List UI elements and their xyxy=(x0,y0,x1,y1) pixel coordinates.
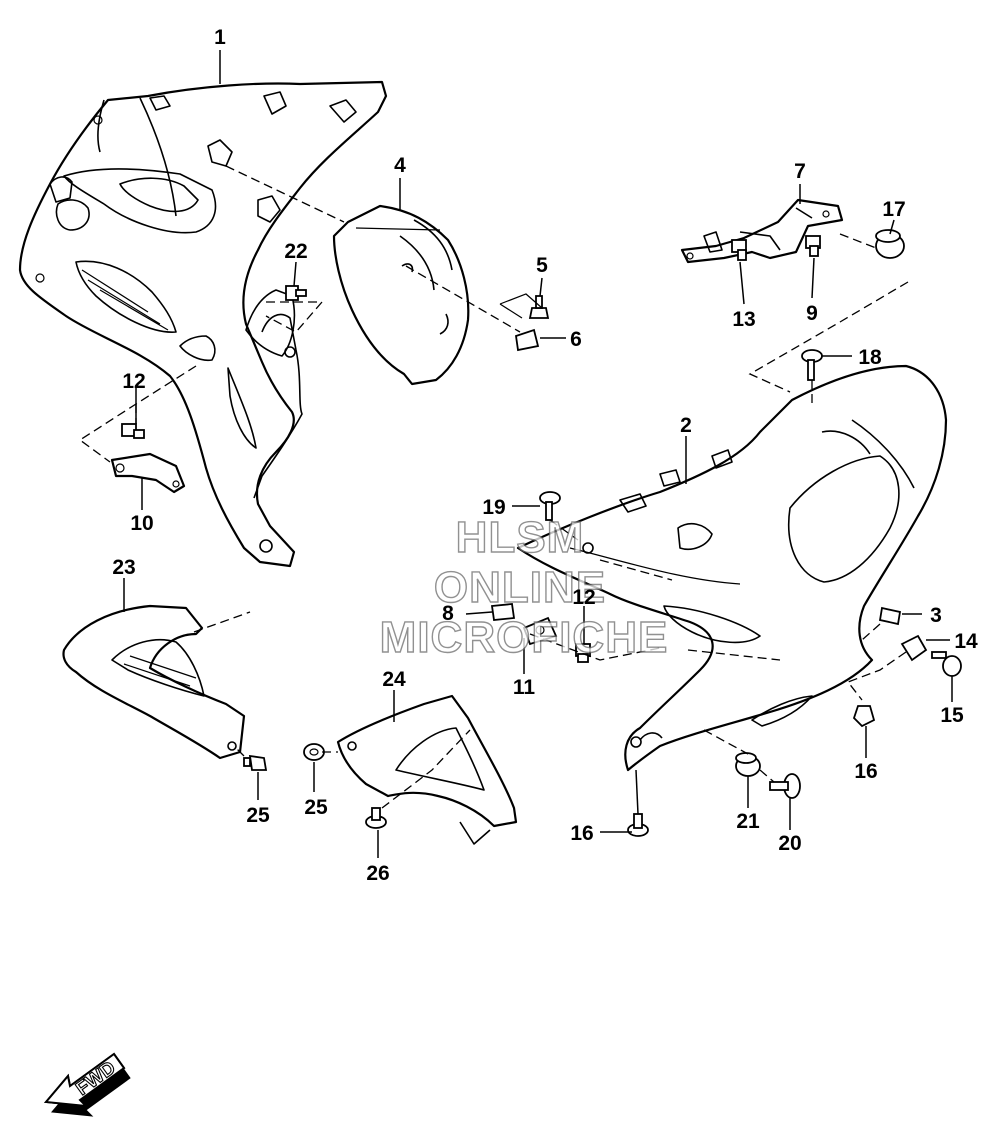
part-2-right-cowling xyxy=(516,364,948,772)
fwd-arrow-icon: FWD xyxy=(44,1052,131,1117)
callout-2: 2 xyxy=(680,414,692,437)
callout-3: 3 xyxy=(930,604,942,627)
nut-11 xyxy=(522,616,558,646)
bolt-15 xyxy=(931,651,962,677)
callout-9: 9 xyxy=(806,302,818,325)
callout-19: 19 xyxy=(482,496,505,519)
leader-lines xyxy=(78,50,953,858)
part-10-small-bracket xyxy=(110,452,186,494)
callout-10: 10 xyxy=(130,512,153,535)
bolt-22 xyxy=(285,285,307,301)
part-4-inner-panel xyxy=(332,204,470,386)
part-7-bracket xyxy=(680,198,844,264)
nut-14 xyxy=(900,634,928,662)
callout-7: 7 xyxy=(794,160,806,183)
callout-5: 5 xyxy=(536,254,548,277)
fasteners xyxy=(121,229,962,837)
watermark-line-3: MICROFICHE xyxy=(380,613,669,662)
callout-16-right: 16 xyxy=(854,760,877,783)
watermark: HLSM ONLINE MICROFICHE xyxy=(379,512,669,662)
screw-20 xyxy=(769,773,801,799)
callout-1: 1 xyxy=(214,26,226,49)
fastener-16-bottom xyxy=(627,813,649,837)
callout-17: 17 xyxy=(882,198,905,221)
part-24-under-cowl-right xyxy=(336,694,518,845)
callout-21: 21 xyxy=(736,810,760,833)
callout-6: 6 xyxy=(570,328,582,351)
rivet-26 xyxy=(365,807,387,829)
clip-8 xyxy=(490,603,516,621)
callout-14: 14 xyxy=(954,630,978,653)
callout-4: 4 xyxy=(394,154,406,177)
callout-20: 20 xyxy=(778,832,801,855)
screw-19 xyxy=(539,491,561,521)
callout-24: 24 xyxy=(382,668,406,691)
callouts: 1 4 7 17 22 5 13 9 6 18 12 2 19 10 23 12… xyxy=(112,26,978,885)
callout-26: 26 xyxy=(366,862,389,885)
screw-18 xyxy=(801,349,823,381)
watermark-line-2: ONLINE xyxy=(434,563,606,612)
watermark-line-1: HLSM xyxy=(456,513,585,562)
callout-25-right: 25 xyxy=(304,796,328,819)
callout-23: 23 xyxy=(112,556,135,579)
clip-3 xyxy=(878,606,902,626)
callout-12-left: 12 xyxy=(122,370,145,393)
callout-25-left: 25 xyxy=(246,804,270,827)
bolt-9 xyxy=(805,235,821,257)
callout-18: 18 xyxy=(858,346,882,369)
callout-8: 8 xyxy=(442,602,454,625)
callout-12-right: 12 xyxy=(572,586,595,609)
bolt-12-left xyxy=(121,423,145,439)
bolt-13 xyxy=(731,239,747,261)
callout-11: 11 xyxy=(513,676,536,699)
callout-16-bottom: 16 xyxy=(570,822,593,845)
fastener-16-right xyxy=(852,705,876,728)
callout-22: 22 xyxy=(284,240,307,263)
fastener-25-left xyxy=(243,754,268,771)
part-1-left-cowling xyxy=(18,80,388,568)
grommet-21 xyxy=(735,752,761,777)
grommet-17 xyxy=(875,229,905,259)
callout-15: 15 xyxy=(940,704,964,727)
callout-13: 13 xyxy=(732,308,755,331)
fastener-25-right xyxy=(303,743,325,761)
part-23-under-cowl-left xyxy=(62,604,246,760)
clip-6 xyxy=(515,328,540,352)
